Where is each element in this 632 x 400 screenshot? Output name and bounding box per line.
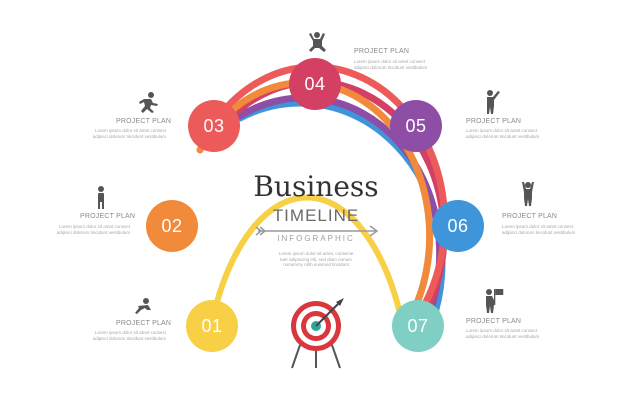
- step-badge-03: 03: [188, 100, 240, 152]
- step-number: 06: [447, 215, 469, 236]
- center-description: Lorem ipsum dolor sit amet, consecte tue…: [276, 251, 356, 268]
- step-02-desc-1: Lorem ipsum dolor sit amet consect: [58, 224, 130, 229]
- step-06-label: PROJECT PLAN: [502, 213, 558, 220]
- step-06-desc-2: adipisci dolorum tincidunt vestibulum: [502, 230, 576, 235]
- center-arrow: [255, 225, 379, 237]
- step-number: 03: [203, 115, 225, 136]
- step-number: 01: [201, 315, 223, 336]
- flag-man-icon: [486, 289, 504, 313]
- running-man-icon: [139, 92, 158, 113]
- step-07-desc-1: Lorem ipsum dolor sit amet consect: [466, 328, 538, 333]
- step-03-desc-1: Lorem ipsum dolor sit amet consect: [94, 128, 166, 133]
- crouching-runner-icon: [135, 298, 151, 314]
- step-badge-07: 07: [392, 300, 444, 352]
- target-icon: [291, 298, 344, 369]
- step-badge-01: 01: [186, 300, 238, 352]
- step-02-label: PROJECT PLAN: [80, 213, 136, 220]
- step-01-desc-1: Lorem ipsum dolor sit amet consect: [94, 330, 166, 335]
- pointing-man-icon: [487, 90, 500, 114]
- step-01-label: PROJECT PLAN: [116, 320, 172, 327]
- step-05-label: PROJECT PLAN: [466, 118, 522, 125]
- walking-man-icon: [98, 186, 104, 209]
- step-06-desc-1: Lorem ipsum dolor sit amet consect: [502, 224, 574, 229]
- step-07-label: PROJECT PLAN: [466, 318, 522, 325]
- step-number: 05: [405, 115, 427, 136]
- arc-band-orange: [196, 79, 434, 326]
- step-badge-06: 06: [432, 200, 484, 252]
- step-number: 04: [304, 73, 326, 94]
- step-05-desc-2: adipisci dolorum tincidunt vestibulum: [466, 134, 540, 139]
- step-05-desc-1: Lorem ipsum dolor sit amet consect: [466, 128, 538, 133]
- step-02-desc-2: adipisci dolorum tincidunt vestibulum: [56, 230, 130, 235]
- step-03-label: PROJECT PLAN: [116, 118, 172, 125]
- arc-band-red: [211, 63, 449, 326]
- step-badge-05: 05: [390, 100, 442, 152]
- step-07-desc-2: adipisci dolorum tincidunt vestibulum: [466, 334, 540, 339]
- step-badge-04: 04: [289, 58, 341, 110]
- center-desc-line-2: tuer adipiscing elit, sed diam nonum: [280, 256, 352, 262]
- jumping-man-icon: [309, 32, 326, 52]
- step-01-desc-2: adipisci dolorum tincidunt vestibulum: [92, 336, 166, 341]
- step-badge-02: 02: [146, 200, 198, 252]
- step-number: 07: [407, 315, 429, 336]
- step-04-desc-2: adipisci dolorum tincidunt vestibulum: [354, 65, 428, 70]
- cheering-man-icon: [522, 182, 534, 206]
- step-number: 02: [161, 215, 183, 236]
- title-timeline: TIMELINE: [272, 206, 360, 225]
- title-business: Business: [253, 170, 379, 203]
- title-infographic: INFOGRAPHIC: [277, 234, 355, 243]
- step-04-desc-1: Lorem ipsum dolor sit amet consect: [354, 59, 426, 64]
- step-04-label: PROJECT PLAN: [354, 48, 410, 55]
- arc-band-yellow: [209, 194, 405, 325]
- center-desc-line-1: Lorem ipsum dolor sit amet, consecte: [278, 251, 354, 256]
- center-desc-line-3: nonummy nibh euismod tincidunt: [283, 262, 349, 267]
- step-03-desc-2: adipisci dolorum tincidunt vestibulum: [92, 134, 166, 139]
